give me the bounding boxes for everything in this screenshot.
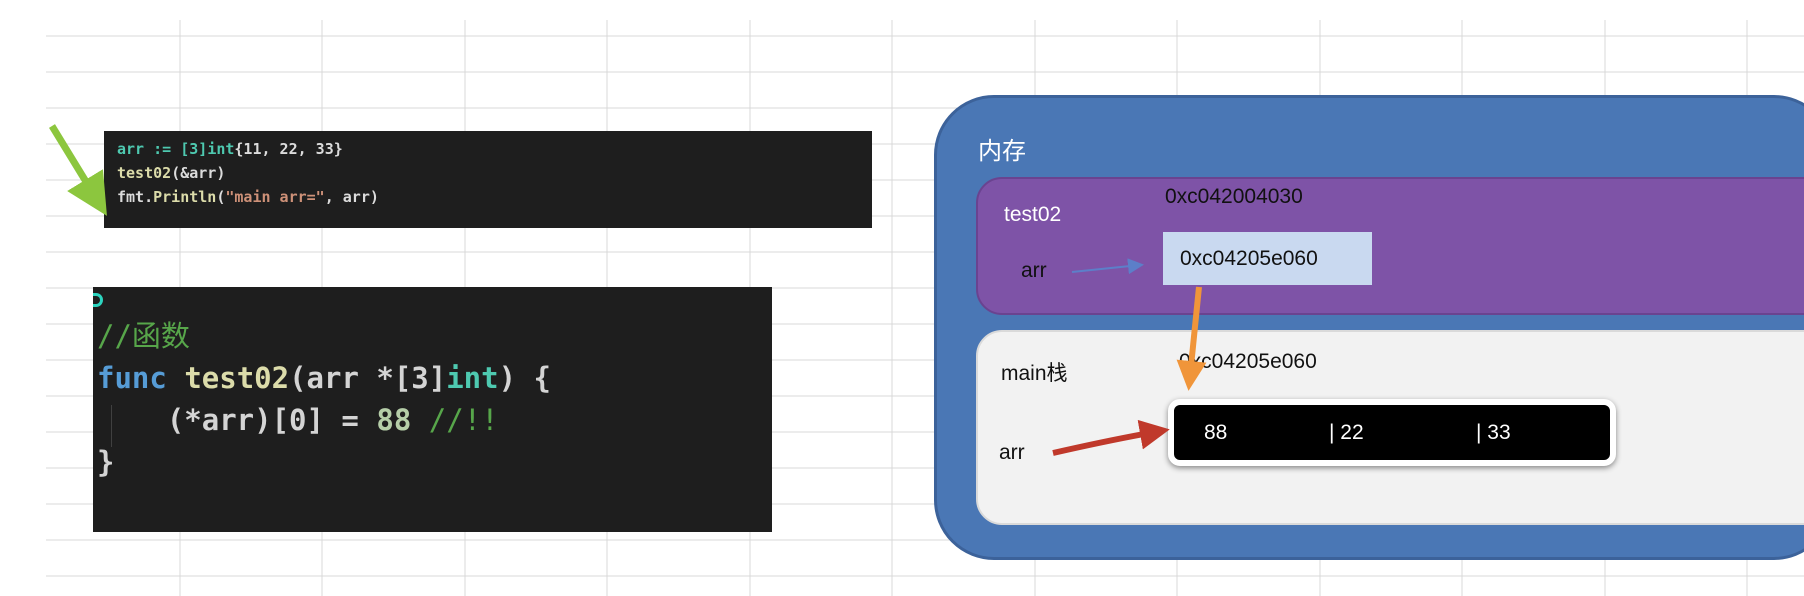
function-code-block: //函数 func test02(arr *[3]int) { (*arr)[0… xyxy=(93,287,772,532)
code-comment: //函数 xyxy=(97,319,190,353)
main-arr-label: arr xyxy=(999,441,1025,464)
code-func-end: } xyxy=(97,445,115,479)
main-frame-label: main栈 xyxy=(1001,362,1068,385)
indent-guide xyxy=(111,405,112,447)
code-func-body: (*arr)[0] = 88 //!! xyxy=(97,403,499,437)
main-array-cells: 88 | 22 | 33 xyxy=(1168,399,1616,466)
array-cell-2: | 33 xyxy=(1476,421,1511,444)
caller-code-snippet: arr := [3]int{11, 22, 33} test02(&arr) f… xyxy=(104,131,872,228)
test02-frame-label: test02 xyxy=(1004,203,1062,226)
test02-arr-label: arr xyxy=(1021,259,1047,282)
code-line-call: test02(&arr) xyxy=(117,164,226,182)
array-cell-1: | 22 xyxy=(1329,421,1364,444)
test02-stack-frame xyxy=(976,177,1804,315)
cursor-icon xyxy=(93,293,103,307)
array-cell-0: 88 xyxy=(1204,421,1228,444)
main-array-address: 0xc04205e060 xyxy=(1179,350,1317,373)
memory-title: 内存 xyxy=(978,137,1026,165)
code-func-signature: func test02(arr *[3]int) { xyxy=(97,361,551,395)
test02-frame-address: 0xc042004030 xyxy=(1165,185,1303,208)
test02-arr-pointer-value: 0xc04205e060 xyxy=(1163,232,1372,285)
code-line-array-decl: arr := [3]int{11, 22, 33} xyxy=(117,140,343,158)
code-line-print: fmt.Println("main arr=", arr) xyxy=(117,188,379,206)
